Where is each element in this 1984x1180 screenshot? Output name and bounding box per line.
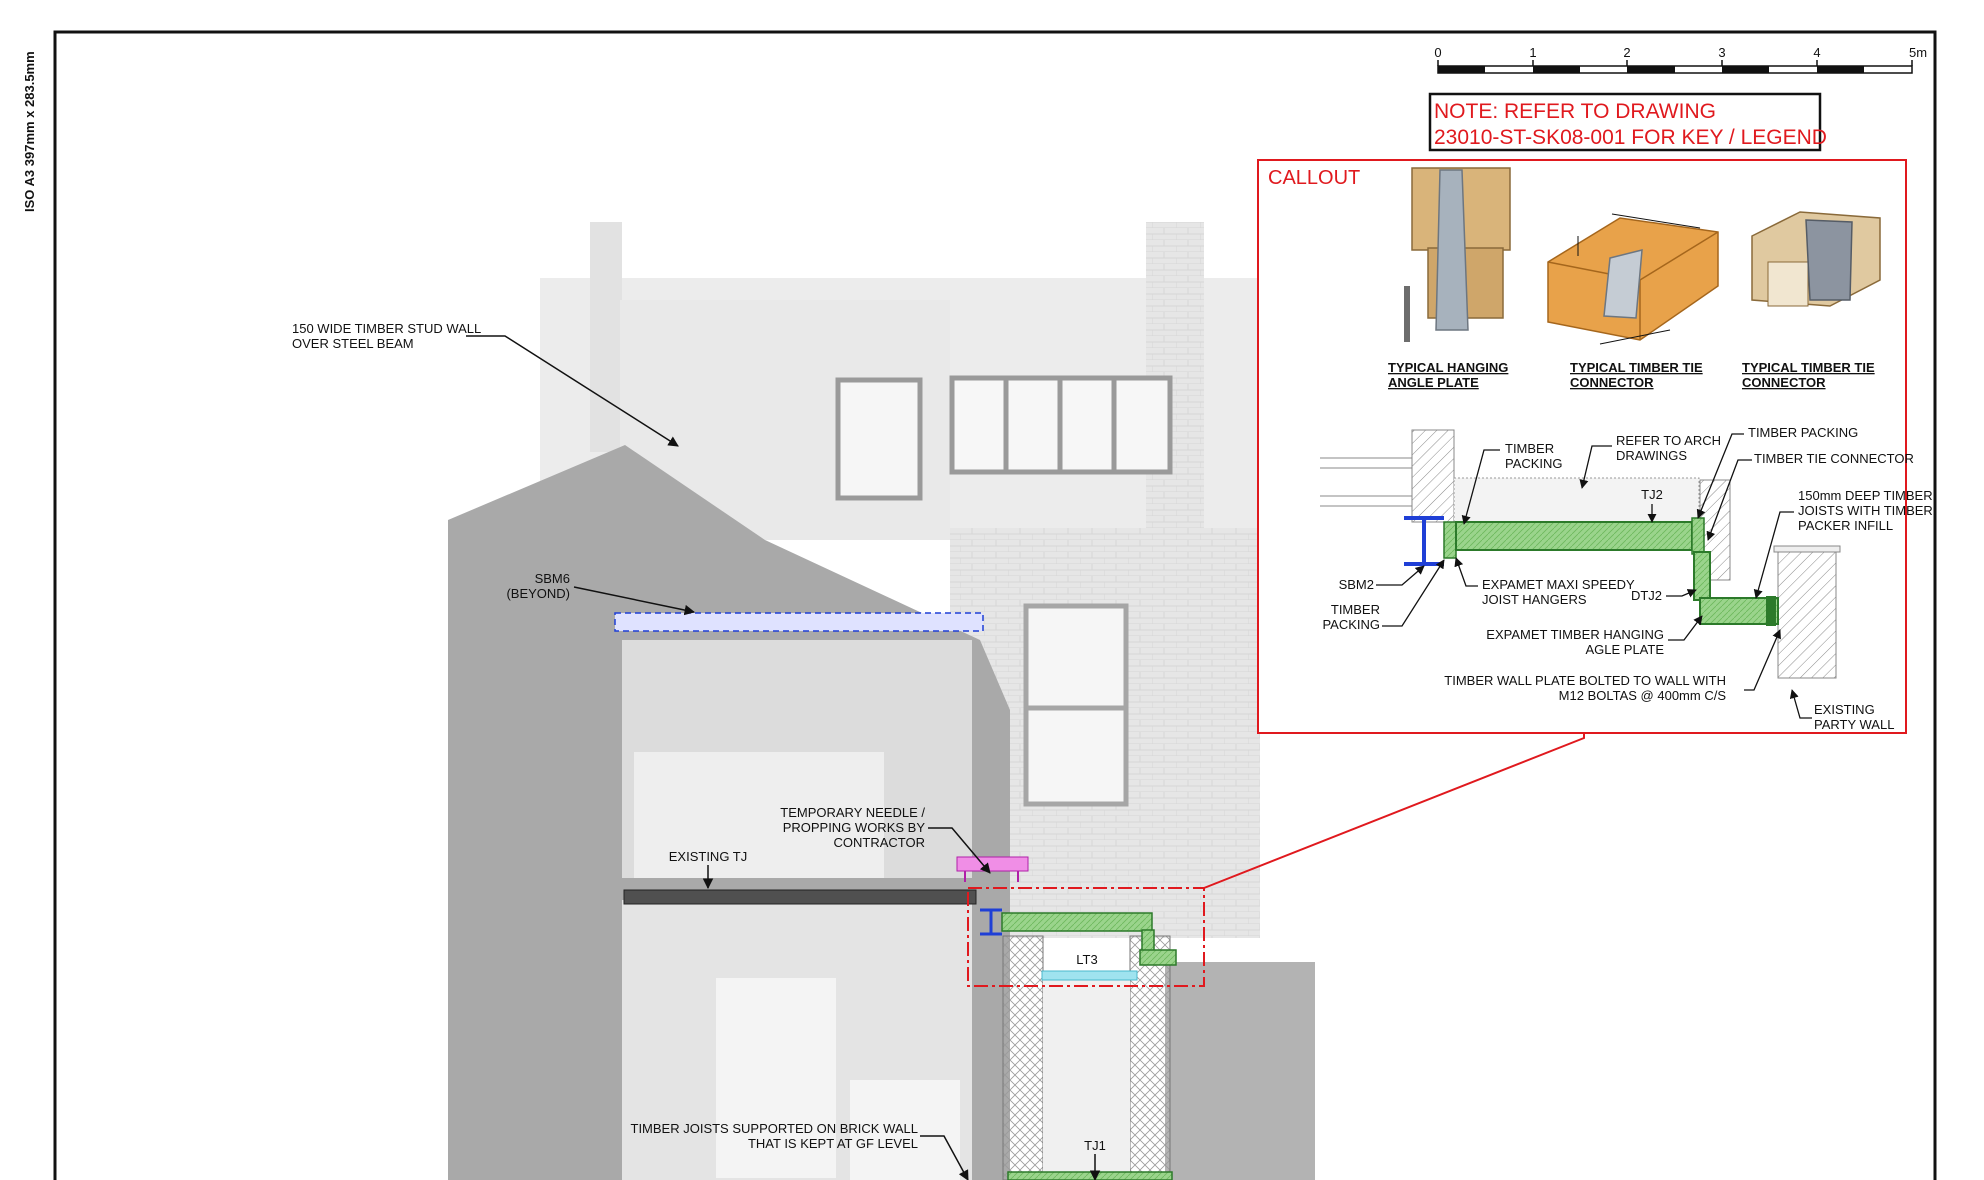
detail-sbm2: SBM2 [1339, 577, 1374, 592]
detail-deep-joists-1: 150mm DEEP TIMBER [1798, 488, 1933, 503]
temporary-needle [956, 856, 1029, 872]
scale-tick-0: 0 [1434, 45, 1441, 60]
note-box: NOTE: REFER TO DRAWING 23010-ST-SK08-001… [1428, 92, 1827, 152]
detail-expamet-angle-1: EXPAMET TIMBER HANGING [1486, 627, 1664, 642]
callout-detail-labels: TIMBER PACKING REFER TO ARCH DRAWINGS TI… [1322, 425, 1932, 732]
ground-opening [850, 1080, 960, 1180]
product-3-line-2: CONNECTOR [1742, 375, 1826, 390]
callout-region-box [967, 887, 1205, 987]
note-line-1: NOTE: REFER TO DRAWING [1434, 100, 1716, 123]
masonry-pier-left [1002, 935, 1044, 1180]
scale-bar: 0 1 2 3 4 5m [1434, 45, 1927, 74]
detail-refer-arch-1: REFER TO ARCH [1616, 433, 1721, 448]
existing-timber-joist [623, 889, 977, 905]
detail-expamet-maxi-2: JOIST HANGERS [1482, 592, 1587, 607]
detail-refer-arch-2: DRAWINGS [1616, 448, 1687, 463]
detail-timber-packing-top-2: PACKING [1505, 456, 1563, 471]
note-line-2: 23010-ST-SK08-001 FOR KEY / LEGEND [1434, 126, 1827, 149]
detail-timber-packing-left-1: TIMBER [1331, 602, 1380, 617]
detail-timber-packing-left-2: PACKING [1322, 617, 1380, 632]
label-existing-tj: EXISTING TJ [669, 849, 748, 864]
callout-title: CALLOUT [1268, 167, 1360, 189]
steel-i-beam [980, 908, 1002, 936]
detail-tj2: TJ2 [1641, 487, 1663, 502]
detail-joist-tj2 [1455, 521, 1693, 551]
detail-deep-joist [1699, 597, 1779, 625]
detail-deep-joists-2: JOISTS WITH TIMBER [1798, 503, 1933, 518]
label-timber-joists-1: TIMBER JOISTS SUPPORTED ON BRICK WALL [631, 1121, 919, 1136]
scale-tick-3: 3 [1718, 45, 1725, 60]
rear-tall-window [1023, 603, 1129, 807]
label-timber-joists-2: THAT IS KEPT AT GF LEVEL [748, 1136, 918, 1151]
product-1-line-1: TYPICAL HANGING [1388, 360, 1508, 375]
upper-window-group [949, 375, 1173, 475]
detail-wall-plate-1: TIMBER WALL PLATE BOLTED TO WALL WITH [1444, 673, 1726, 688]
product-3-line-1: TYPICAL TIMBER TIE [1742, 360, 1875, 375]
label-needle-2: PROPPING WORKS BY [783, 820, 926, 835]
detail-deep-joists-3: PACKER INFILL [1798, 518, 1893, 533]
detail-party-wall-1: EXISTING [1814, 702, 1875, 717]
opening-between-piers [1043, 980, 1130, 1180]
ground-door [716, 978, 836, 1178]
gable-window-upper [634, 752, 884, 878]
product-2-line-1: TYPICAL TIMBER TIE [1570, 360, 1703, 375]
product-timber-tie-connector-2-image [1751, 211, 1881, 307]
product-timber-tie-connector-image [1547, 213, 1719, 345]
label-tj1: TJ1 [1084, 1138, 1106, 1153]
scale-tick-5: 5m [1909, 45, 1927, 60]
label-needle-3: CONTRACTOR [834, 835, 925, 850]
side-extension [1165, 962, 1315, 1180]
label-stud-wall-1: 150 WIDE TIMBER STUD WALL [292, 321, 481, 336]
sheet-border [53, 30, 1937, 1180]
elevation-leaders [466, 335, 1101, 1180]
label-sbm6-1: SBM6 [535, 571, 570, 586]
timber-joist-tj1 [1007, 1171, 1173, 1180]
chimney-left [590, 222, 622, 452]
scale-tick-2: 2 [1623, 45, 1630, 60]
detail-timber-packing-right: TIMBER PACKING [1748, 425, 1858, 440]
upper-window-small [835, 377, 923, 501]
elevation-annotations: 150 WIDE TIMBER STUD WALL OVER STEEL BEA… [292, 321, 1106, 1153]
lintel-lt3 [1041, 970, 1138, 981]
label-stud-wall-2: OVER STEEL BEAM [292, 336, 414, 351]
detail-expamet-angle-2: AGLE PLATE [1585, 642, 1664, 657]
detail-party-wall-2: PARTY WALL [1814, 717, 1894, 732]
detail-wall-plate-2: M12 BOLTAS @ 400mm C/S [1559, 688, 1727, 703]
callout-section-detail [1320, 429, 1841, 679]
product-hanging-angle-plate-image [1404, 167, 1511, 342]
label-needle-1: TEMPORARY NEEDLE / [780, 805, 925, 820]
callout-panel: CALLOUT TYPICAL HANGING ANGLE PLATE TYPI… [1257, 159, 1933, 734]
detail-timber-packing-top-1: TIMBER [1505, 441, 1554, 456]
callout-leaders [1376, 433, 1812, 719]
beam-sbm6 [614, 612, 984, 632]
detail-timber-tie-connector: TIMBER TIE CONNECTOR [1754, 451, 1914, 466]
building-elevation [448, 222, 1585, 1180]
product-2-line-2: CONNECTOR [1570, 375, 1654, 390]
detail-expamet-maxi-1: EXPAMET MAXI SPEEDY [1482, 577, 1635, 592]
scale-tick-4: 4 [1813, 45, 1820, 60]
callout-leader [1203, 733, 1585, 889]
product-1-line-2: ANGLE PLATE [1388, 375, 1479, 390]
timber-joist-green [1001, 912, 1153, 932]
detail-joist-dtj2 [1693, 551, 1711, 601]
detail-dtj2: DTJ2 [1631, 588, 1662, 603]
label-sbm6-2: (BEYOND) [506, 586, 570, 601]
scale-tick-1: 1 [1529, 45, 1536, 60]
label-lt3: LT3 [1076, 952, 1097, 967]
